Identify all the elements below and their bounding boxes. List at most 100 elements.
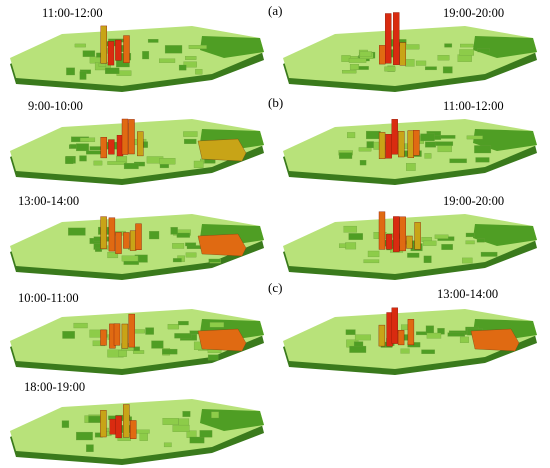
district-patch	[178, 321, 189, 326]
map-8	[283, 307, 537, 375]
district-patch	[159, 58, 176, 63]
bar	[115, 232, 122, 254]
district-patch	[407, 252, 420, 258]
district-patch	[359, 160, 367, 166]
bar	[135, 223, 142, 250]
bar	[385, 134, 392, 159]
district-patch	[460, 43, 474, 48]
bar	[385, 234, 393, 250]
bar	[123, 232, 130, 249]
district-patch	[459, 49, 474, 56]
district-patch	[435, 141, 454, 146]
bar	[129, 230, 137, 251]
district-patch	[425, 141, 436, 148]
time-label-4: 11:00-12:00	[443, 99, 504, 113]
district-patch	[366, 141, 374, 149]
bar	[100, 329, 107, 346]
district-patch	[211, 411, 219, 419]
district-patch	[66, 67, 75, 76]
district-patch	[86, 150, 103, 155]
bar	[407, 130, 415, 158]
district-patch	[182, 411, 191, 417]
map-panel-2: 19:00-20:00	[275, 2, 550, 94]
map-panel-8: 13:00-14:00	[275, 285, 550, 377]
map-1	[10, 25, 264, 92]
bar	[107, 41, 115, 66]
district-patch	[466, 135, 483, 140]
group-label-a: (a)	[268, 3, 283, 18]
district-patch	[437, 144, 452, 153]
bar	[113, 323, 121, 346]
district-patch	[167, 324, 179, 330]
district-patch	[366, 130, 381, 140]
map-panel-7: 10:00-11:00	[2, 285, 277, 377]
district-patch	[425, 325, 434, 334]
district-patch	[348, 233, 363, 240]
district-patch	[68, 227, 86, 236]
time-label-5: 13:00-14:00	[18, 194, 80, 208]
district-patch	[347, 132, 356, 139]
district-patch	[189, 436, 205, 444]
bar	[128, 313, 135, 348]
district-patch	[183, 131, 198, 137]
district-patch	[359, 51, 372, 57]
bar	[100, 25, 108, 64]
map-panel-6: 19:00-20:00	[275, 190, 550, 282]
time-label-6: 19:00-20:00	[443, 194, 505, 208]
highlight-region	[197, 138, 247, 162]
map-3	[10, 118, 264, 185]
district-patch	[162, 418, 179, 425]
district-patch	[172, 424, 190, 432]
district-patch	[65, 156, 74, 164]
district-patch	[89, 329, 108, 338]
district-patch	[61, 420, 70, 428]
map-base-top	[10, 309, 264, 369]
district-patch	[345, 329, 356, 335]
district-patch	[164, 45, 183, 54]
bar	[393, 216, 400, 253]
district-patch	[406, 163, 416, 171]
district-patch	[107, 252, 119, 259]
district-patch	[162, 348, 178, 355]
district-patch	[149, 231, 160, 240]
district-patch	[444, 43, 453, 48]
district-patch	[172, 243, 185, 249]
district-patch	[437, 55, 450, 61]
district-patch	[474, 145, 492, 154]
district-patch	[188, 45, 207, 49]
map-7	[10, 309, 264, 375]
district-patch	[121, 255, 139, 262]
bar	[128, 119, 135, 155]
bar	[100, 410, 107, 438]
district-patch	[363, 259, 380, 264]
district-patch	[424, 153, 432, 159]
bar	[397, 131, 405, 158]
map-region-east	[200, 36, 264, 58]
bar	[100, 216, 107, 249]
district-patch	[184, 138, 197, 144]
district-patch	[384, 66, 396, 72]
bar	[109, 418, 117, 435]
bar	[399, 42, 407, 66]
time-label-8: 13:00-14:00	[437, 287, 499, 301]
district-patch	[178, 418, 190, 426]
district-patch	[441, 244, 453, 250]
district-patch	[79, 137, 96, 142]
district-patch	[176, 232, 190, 238]
time-label-1: 11:00-12:00	[42, 6, 103, 20]
district-patch	[401, 324, 409, 331]
time-label-9: 18:00-19:00	[24, 380, 86, 394]
map-6	[283, 211, 537, 280]
bar	[129, 420, 137, 439]
map-panel-3: 9:00-10:00	[2, 95, 277, 187]
district-patch	[354, 334, 371, 341]
district-patch	[195, 69, 203, 75]
district-patch	[422, 240, 437, 246]
time-label-2: 19:00-20:00	[443, 6, 505, 20]
district-patch	[159, 158, 176, 165]
bar	[123, 35, 130, 63]
district-patch	[423, 255, 432, 263]
district-patch	[145, 327, 154, 335]
highlight-region	[197, 328, 247, 352]
bar	[391, 119, 398, 155]
